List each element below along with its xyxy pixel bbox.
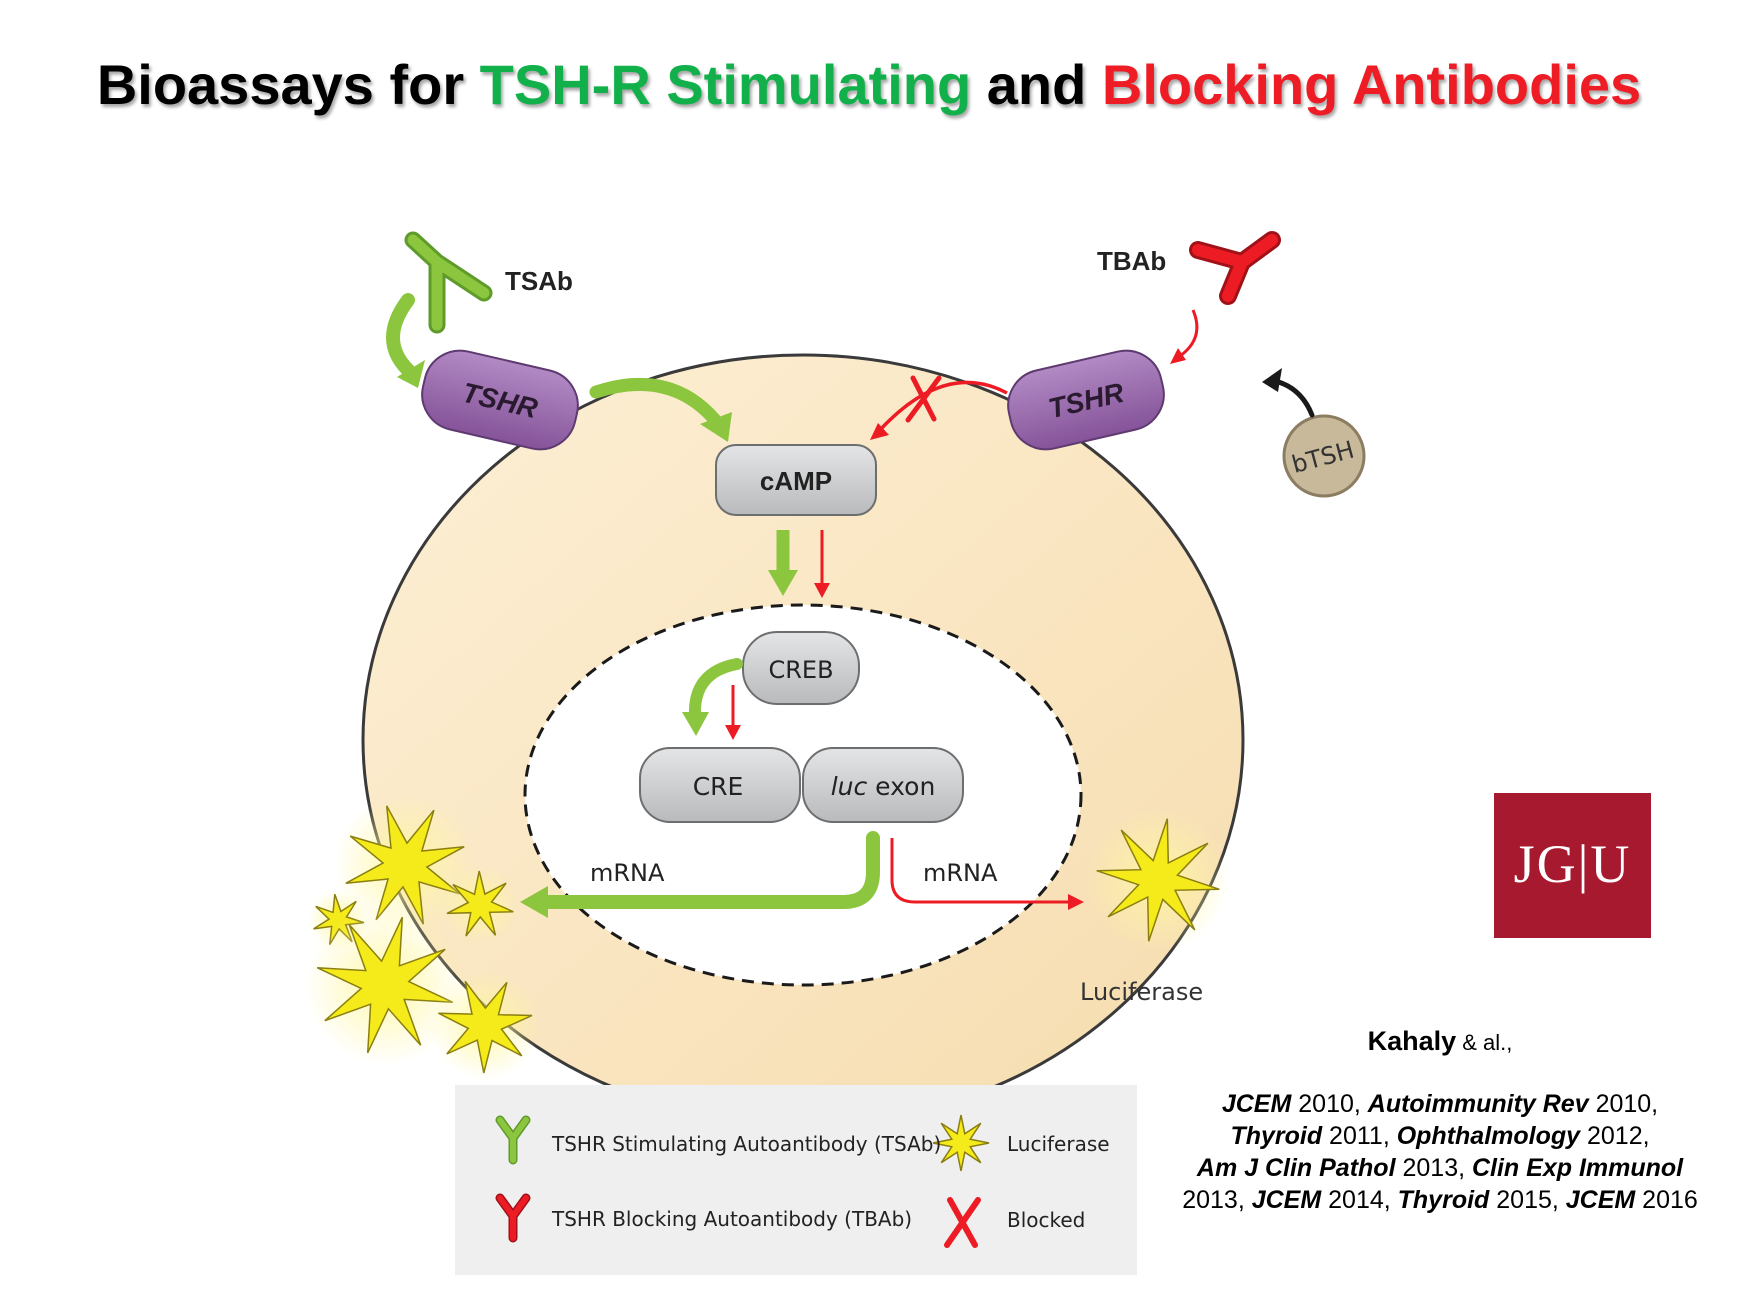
- reference-author-line: Kahaly & al.,: [1150, 1025, 1730, 1059]
- green-arrow-tsab-to-tshr: [386, 293, 415, 377]
- tbab-label: TBAb: [1097, 246, 1166, 276]
- ref-line-4: 2013, JCEM 2014, Thyroid 2015, JCEM 2016: [1150, 1184, 1730, 1216]
- mrna-right-label: mRNA: [923, 859, 998, 887]
- ref-j5: Am J Clin Pathol: [1196, 1154, 1396, 1182]
- ref-line-2: Thyroid 2011, Ophthalmology 2012,: [1150, 1120, 1730, 1152]
- red-arrow-mrna-right: [890, 838, 1070, 904]
- tshr-right-receptor: TSHR: [1007, 349, 1165, 451]
- blocked-x-icon: [905, 375, 942, 423]
- legend-stimulating-text: TSHR Stimulating Autoantibody (TSAb): [552, 1132, 942, 1156]
- ref-j8: Thyroid: [1397, 1186, 1490, 1214]
- btsh-molecule: bTSH: [1282, 414, 1366, 498]
- title-stimulating: TSH-R Stimulating: [479, 53, 972, 116]
- tshr-left-receptor: TSHR: [421, 349, 579, 451]
- red-arrow-tbab-to-tshr: [1179, 309, 1199, 358]
- camp-box: cAMP: [715, 444, 877, 516]
- star-icon-2: [446, 870, 514, 937]
- legend-blocking-text: TSHR Blocking Autoantibody (TBAb): [552, 1207, 913, 1231]
- camp-label: cAMP: [760, 466, 832, 496]
- luciferase-label: Luciferase: [1080, 978, 1203, 1006]
- red-arrow-tshr-to-camp-blocked: [878, 380, 1008, 432]
- star-icon-6: [1096, 818, 1220, 942]
- ref-line-3: Am J Clin Pathol 2013, Clin Exp Immunol: [1150, 1152, 1730, 1184]
- reference-citations: JCEM 2010, Autoimmunity Rev 2010, Thyroi…: [1150, 1088, 1730, 1216]
- luciferase-stars: [304, 793, 1230, 1081]
- legend-blocked-text: Blocked: [1007, 1208, 1086, 1232]
- ref-line-1: JCEM 2010, Autoimmunity Rev 2010,: [1150, 1088, 1730, 1120]
- legend-luciferase-text: Luciferase: [1007, 1132, 1110, 1156]
- ref-y7: 2014,: [1321, 1186, 1398, 1214]
- tsab-label: TSAb: [505, 266, 573, 296]
- tbab-antibody-icon: [1189, 231, 1281, 305]
- star-icon-5: [438, 980, 533, 1074]
- star-icon-1: [345, 805, 465, 925]
- ref-j3: Thyroid: [1230, 1122, 1323, 1150]
- cre-box: CRE: [639, 747, 801, 823]
- creb-box: CREB: [742, 631, 860, 705]
- luc-italic: luc: [831, 772, 868, 801]
- jgu-logo-text: JG|U: [1513, 834, 1632, 894]
- creb-label: CREB: [768, 656, 833, 684]
- ref-j1: JCEM: [1221, 1090, 1292, 1118]
- jgu-logo-bg: [1494, 793, 1651, 938]
- green-arrow-mrna-left: [538, 831, 880, 909]
- legend-green-antibody-icon: [495, 1115, 531, 1165]
- green-arrow-creb-to-cre: [688, 658, 743, 722]
- title-blocking: Blocking Antibodies: [1101, 53, 1642, 116]
- ref-y4: 2012,: [1580, 1122, 1650, 1150]
- luc-exon-label: luc exon: [831, 772, 936, 801]
- tsab-antibody-icon: [404, 231, 493, 334]
- luc-rest: exon: [867, 772, 935, 801]
- legend-star-icon: [932, 1114, 990, 1172]
- jgu-logo: JG|U: [1494, 793, 1651, 938]
- ref-y2: 2010,: [1588, 1090, 1659, 1118]
- ref-y1: 2010,: [1291, 1090, 1368, 1118]
- ref-author: Kahaly: [1367, 1026, 1457, 1056]
- legend-red-antibody-icon: [495, 1193, 531, 1243]
- legend-star-shape: [932, 1114, 990, 1172]
- ref-etal: & al.,: [1456, 1030, 1513, 1055]
- title-part-1: Bioassays for: [96, 53, 480, 116]
- ref-y3: 2011,: [1322, 1122, 1397, 1150]
- ref-j4: Ophthalmology: [1396, 1122, 1581, 1150]
- title-part-3: and: [971, 53, 1102, 116]
- slide-title: Bioassays for TSH-R Stimulating and Bloc…: [0, 52, 1738, 117]
- ref-y9: 2016: [1635, 1186, 1698, 1214]
- star-icon-4: [316, 916, 454, 1054]
- ref-j9: JCEM: [1565, 1186, 1636, 1214]
- ref-j2: Autoimmunity Rev: [1367, 1090, 1589, 1118]
- ref-y5: 2013,: [1395, 1154, 1472, 1182]
- green-arrow-tshr-to-camp: [589, 377, 722, 427]
- legend-panel: [455, 1085, 1137, 1275]
- ref-j6: Clin Exp Immunol: [1471, 1154, 1684, 1182]
- cre-label: CRE: [693, 772, 744, 801]
- ref-y6: 2013,: [1182, 1186, 1252, 1214]
- mrna-left-label: mRNA: [590, 859, 665, 887]
- legend-blocked-x-icon: [944, 1197, 981, 1248]
- luc-exon-box: luc exon: [802, 747, 964, 823]
- ref-j7: JCEM: [1251, 1186, 1322, 1214]
- ref-y8: 2015,: [1489, 1186, 1566, 1214]
